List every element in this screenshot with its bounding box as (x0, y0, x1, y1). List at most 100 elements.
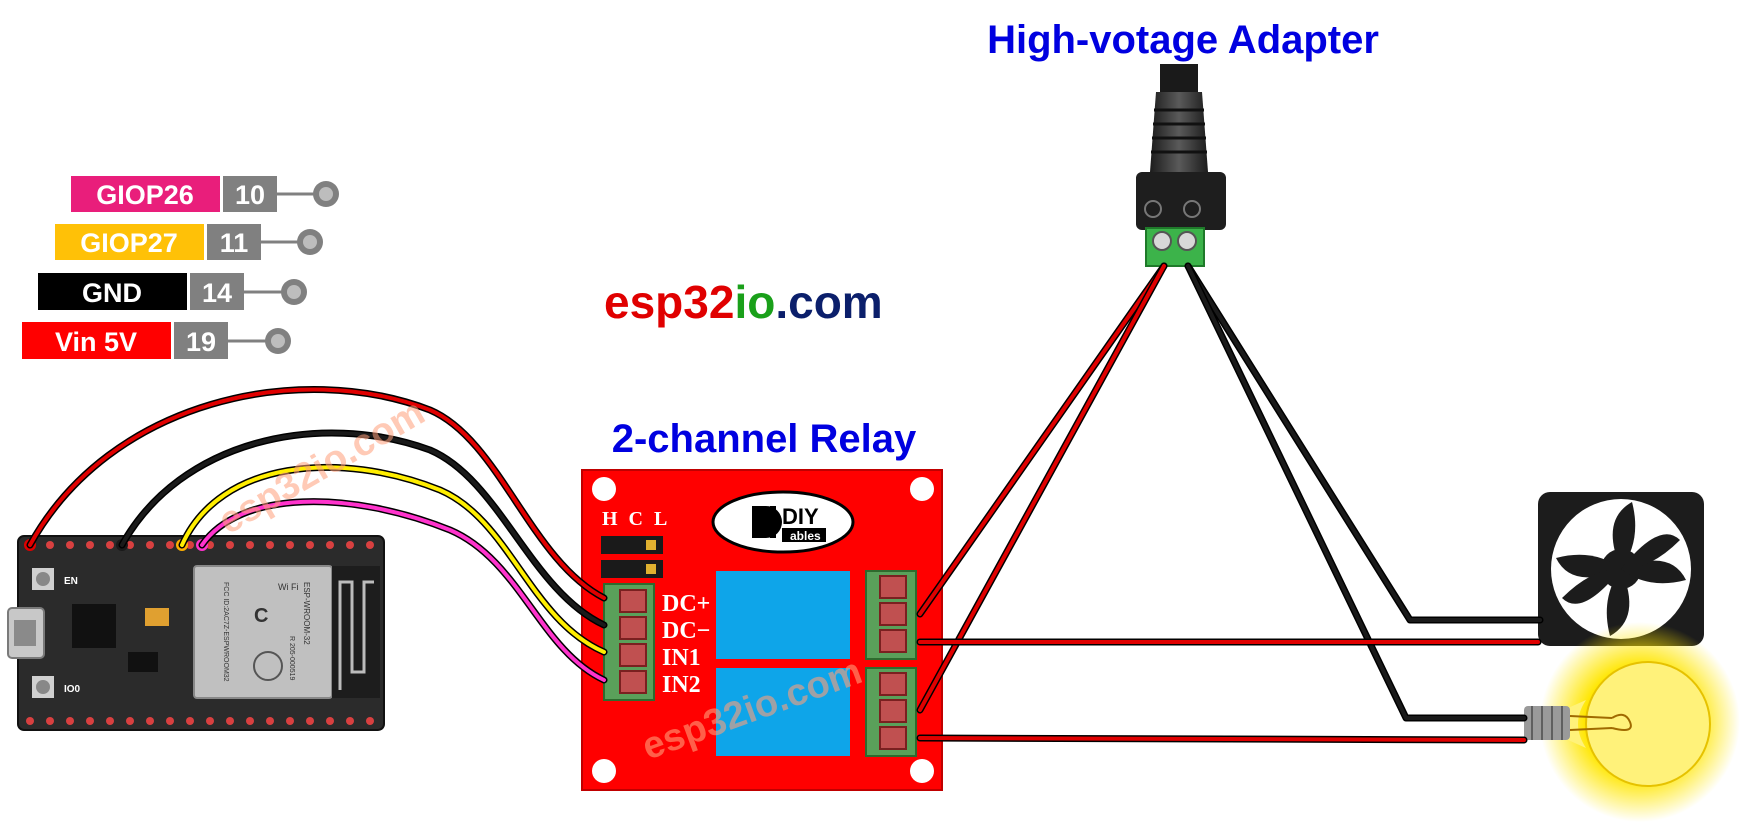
module-text-fcc-group: FCC ID:2AC7Z-ESPWROOM32 (222, 582, 229, 682)
jack-plus-mark (1144, 200, 1162, 218)
header-pins-top (26, 541, 374, 549)
watermark-esp: esp32io.com (212, 391, 432, 542)
pin-legend-row-vin: Vin 5V 19 (22, 322, 291, 359)
pin-number: 10 (235, 180, 265, 210)
wire-adapter-minus-bulb (1184, 262, 1528, 722)
jack-plug-tip (1160, 64, 1198, 94)
site-logo-part1: esp32 (604, 276, 734, 328)
bulb-base (1524, 706, 1570, 740)
usb-chip (72, 604, 116, 648)
output-terminal-2-screws (879, 672, 907, 750)
board-label-en: EN (64, 576, 78, 587)
terminal-label-in1: IN1 (662, 645, 701, 671)
pin-legend: GIOP26 10 GIOP27 11 GND 14 Vi (22, 176, 339, 359)
pin-name: GIOP27 (80, 228, 178, 258)
pin-name-box (38, 273, 187, 310)
pin-dot-inner (287, 285, 301, 299)
mount-hole (592, 759, 616, 783)
en-button-cap (36, 572, 50, 586)
fan-blades (1556, 502, 1686, 636)
site-logo-part2: io (734, 276, 775, 328)
wire-adapter-plus-relay1 (916, 262, 1168, 618)
pin-dot-inner (303, 235, 317, 249)
pin-number-box (174, 322, 228, 359)
regulator (128, 652, 158, 672)
io0-button-cap (36, 680, 50, 694)
pin-number-box (190, 273, 244, 310)
usb-port-inner (14, 620, 36, 646)
wire-giop26 (198, 498, 608, 684)
module-text-fcc: FCC ID:2AC7Z-ESPWROOM32 (222, 582, 229, 682)
pin-name: Vin 5V (55, 327, 137, 357)
pin-number-box (207, 224, 261, 260)
jack-minus-mark (1183, 200, 1201, 218)
mount-hole (910, 477, 934, 501)
module-text-c: C (254, 605, 268, 627)
watermark-esp-group: esp32io.com (212, 391, 432, 542)
pin-name-box (55, 224, 204, 260)
wire-adapter-plus-relay2 (916, 262, 1168, 714)
pin-name-box (71, 176, 220, 212)
wire-gnd (118, 429, 608, 629)
input-terminal-screws (619, 589, 647, 694)
pin-number: 14 (202, 278, 232, 308)
pin-legend-row-gnd: GND 14 (38, 273, 307, 310)
module-text-esp: ESP-WROOM-32 (302, 582, 311, 645)
module-text-r-group: R 205-000519 (288, 636, 295, 680)
logo-text-diy: DIY (782, 504, 819, 529)
terminal-label-dcplus: DC+ (662, 591, 710, 617)
logo-text-ables: ables (790, 529, 821, 543)
board-label-io0: IO0 (64, 684, 81, 695)
esp32-board: EN IO0 Wi Fi C ESP-WROOM-32 FCC ID:2AC7Z… (7, 535, 385, 731)
antenna-trace (338, 580, 374, 690)
pin-legend-row-giop27: GIOP27 11 (55, 224, 323, 260)
site-logo-part3: .com (775, 276, 882, 328)
diyables-logo-mark (752, 506, 782, 538)
jack-screw-plus (1152, 231, 1172, 251)
capacitor (145, 608, 169, 626)
mount-hole (592, 477, 616, 501)
header-pins-bottom (26, 717, 374, 725)
pin-number: 19 (186, 327, 216, 357)
bulb-base-threads (1531, 706, 1563, 740)
wire-giop27 (178, 463, 608, 656)
mount-hole (910, 759, 934, 783)
terminal-label-dcminus: DC− (662, 618, 710, 644)
terminal-label-in2: IN2 (662, 672, 701, 698)
bulb-neck (1568, 700, 1586, 748)
pin-dot-inner (271, 334, 285, 348)
jumper-pin (646, 540, 656, 550)
module-logo (253, 651, 283, 681)
pin-dot-inner (319, 187, 333, 201)
pin-name: GND (82, 278, 142, 308)
wires (26, 262, 1544, 744)
logo-ables-bg (782, 528, 826, 542)
output-terminal-1-screws (879, 575, 907, 653)
pin-name-box (22, 322, 171, 359)
relay-1 (716, 571, 850, 659)
site-logo: esp32io.com (604, 276, 883, 328)
wire-vin (26, 386, 608, 602)
pin-name: GIOP26 (96, 180, 194, 210)
jumper-labels: H C L (602, 508, 670, 530)
dc-jack-adapter-icon (1136, 64, 1226, 267)
module-text-wifi: Wi Fi (278, 582, 299, 592)
bulb-filament (1569, 713, 1632, 731)
wire-relay2-bulb (916, 734, 1528, 744)
jack-ridges (1151, 108, 1207, 154)
relay-title: 2-channel Relay (612, 417, 917, 461)
wire-adapter-minus-fan (1184, 262, 1544, 624)
bulb-glass (1585, 661, 1711, 787)
diagram-title: High-votage Adapter (987, 18, 1379, 62)
module-text-esp-group: ESP-WROOM-32 (302, 582, 311, 645)
jack-screw-minus (1177, 231, 1197, 251)
fan-icon (1538, 492, 1704, 646)
jumper-pin (646, 564, 656, 574)
relay-module: DIY ables H C L DC+ DC− IN1 IN2 (581, 469, 943, 791)
pin-legend-row-giop26: GIOP26 10 (71, 176, 339, 212)
relay-2 (716, 668, 850, 756)
pin-number: 11 (220, 228, 249, 258)
light-bulb-icon (1524, 622, 1740, 822)
pin-number-box (223, 176, 277, 212)
